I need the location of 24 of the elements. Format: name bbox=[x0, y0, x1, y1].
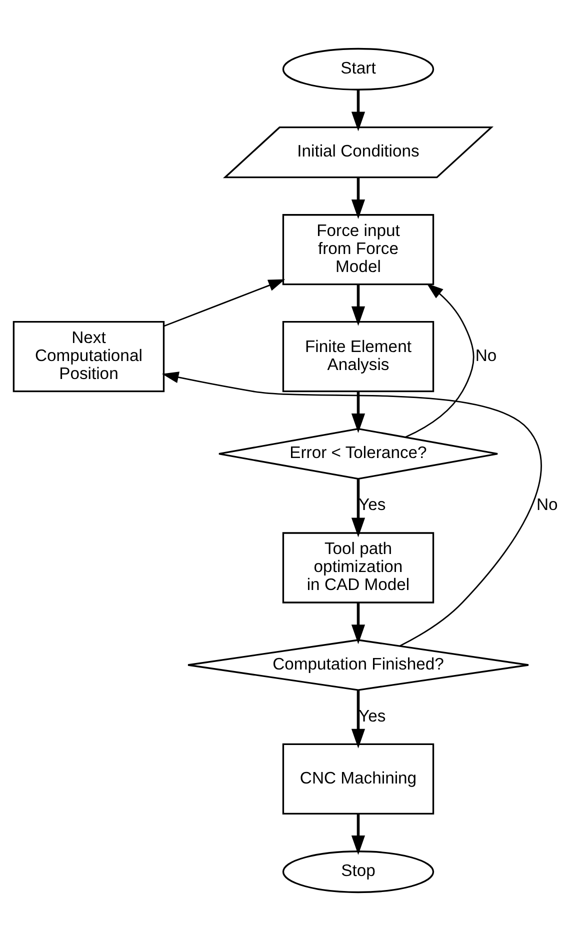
node-ellipse: Stop bbox=[282, 850, 434, 894]
edge-label: No bbox=[475, 346, 497, 365]
edge-label: No bbox=[536, 495, 558, 514]
arrow bbox=[351, 602, 366, 644]
node-box: Finite Element Analysis bbox=[282, 321, 434, 392]
node-box: Force input from Force Model bbox=[282, 214, 434, 286]
node-box: Tool path optimization in CAD Model bbox=[282, 532, 434, 604]
arrow bbox=[351, 90, 366, 132]
node-ellipse: Start bbox=[282, 48, 434, 90]
arrow bbox=[164, 279, 286, 327]
arrow bbox=[351, 178, 366, 219]
arrow bbox=[405, 283, 474, 438]
arrow bbox=[162, 372, 542, 646]
node-box: CNC Machining bbox=[282, 743, 434, 814]
node-diamond: Error < Tolerance? bbox=[218, 428, 498, 480]
node-box: Next Computational Position bbox=[12, 321, 165, 392]
edge-label: Yes bbox=[358, 495, 386, 514]
arrow bbox=[351, 392, 366, 433]
edge-label: Yes bbox=[358, 706, 386, 726]
arrow bbox=[351, 814, 366, 855]
arrow bbox=[351, 690, 366, 748]
arrow bbox=[351, 284, 366, 326]
arrow bbox=[351, 479, 366, 538]
node-diamond: Computation Finished? bbox=[187, 639, 530, 691]
